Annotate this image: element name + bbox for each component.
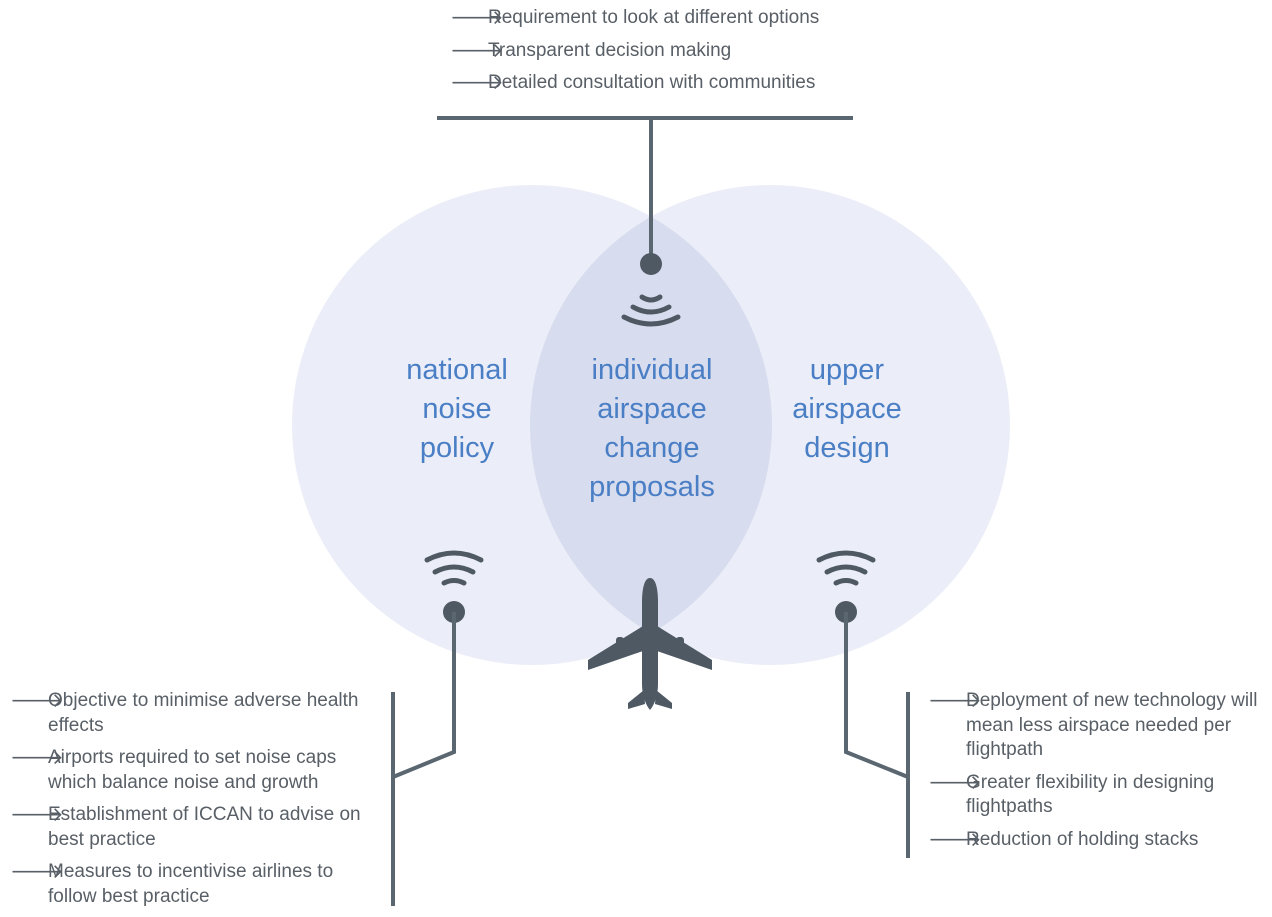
list-item-text: Requirement to look at different options [488,7,820,28]
list-item-text: Objective to minimise adverse health eff… [48,690,359,736]
list-item-text: Measures to incentivise airlines to foll… [48,861,334,907]
right-arrow-icon: 🡒 [10,861,64,883]
top-pin-dot-icon [640,253,662,275]
label-line: noise [422,393,492,425]
list-item: 🡒Transparent decision making [450,39,819,64]
list-item-text: Deployment of new technology will mean l… [966,690,1258,760]
list-item: 🡒Objective to minimise adverse health ef… [10,689,370,738]
right-arrow-icon: 🡒 [928,690,982,712]
right-arrow-icon: 🡒 [10,690,64,712]
list-item: 🡒Establishment of ICCAN to advise on bes… [10,803,370,852]
list-item: 🡒Greater flexibility in designing flight… [928,771,1263,820]
label-line: national [406,354,508,386]
label-national-noise-policy: national noise policy [380,351,534,468]
left-bullet-list: 🡒Objective to minimise adverse health ef… [10,689,370,917]
top-bullet-list: 🡒Requirement to look at different option… [450,6,819,104]
label-line: airspace [597,393,707,425]
center-signal-waves-icon [621,294,681,327]
list-item-text: Transparent decision making [488,39,732,61]
label-line: proposals [589,471,715,503]
label-line: airspace [792,393,902,425]
right-arrow-icon: 🡒 [450,39,504,62]
airplane-icon [588,578,712,710]
list-item-text: Reduction of holding stacks [966,828,1199,850]
list-item: 🡒Measures to incentivise airlines to fol… [10,860,370,909]
list-item: 🡒Reduction of holding stacks [928,828,1263,853]
right-connector-line [844,612,909,779]
label-individual-airspace-change-proposals: individual airspace change proposals [560,351,744,507]
right-arrow-icon: 🡒 [450,7,504,29]
label-line: upper [809,354,885,386]
right-signal-waves-icon [816,550,876,586]
label-line: change [604,432,700,464]
label-line: design [804,432,890,464]
list-item-text: Airports required to set noise caps whic… [48,747,337,793]
list-item: 🡒Airports required to set noise caps whi… [10,746,370,795]
label-line: individual [591,354,713,386]
list-item: 🡒Requirement to look at different option… [450,6,819,31]
list-item-text: Detailed consultation with communities [488,72,816,93]
circle-overlap [530,185,772,665]
right-arrow-icon: 🡒 [928,828,982,851]
left-connector-line [392,612,456,779]
right-bullet-list: 🡒Deployment of new technology will mean … [928,689,1263,860]
left-signal-waves-icon [424,550,484,586]
label-upper-airspace-design: upper airspace design [770,351,924,468]
right-arrow-icon: 🡒 [928,771,982,794]
label-line: policy [419,432,495,464]
list-item: 🡒Detailed consultation with communities [450,71,819,96]
list-item: 🡒Deployment of new technology will mean … [928,689,1263,763]
right-arrow-icon: 🡒 [10,747,64,769]
list-item-text: Establishment of ICCAN to advise on best… [48,804,361,850]
right-arrow-icon: 🡒 [10,804,64,826]
right-arrow-icon: 🡒 [450,72,504,94]
list-item-text: Greater flexibility in designing flightp… [966,771,1215,818]
